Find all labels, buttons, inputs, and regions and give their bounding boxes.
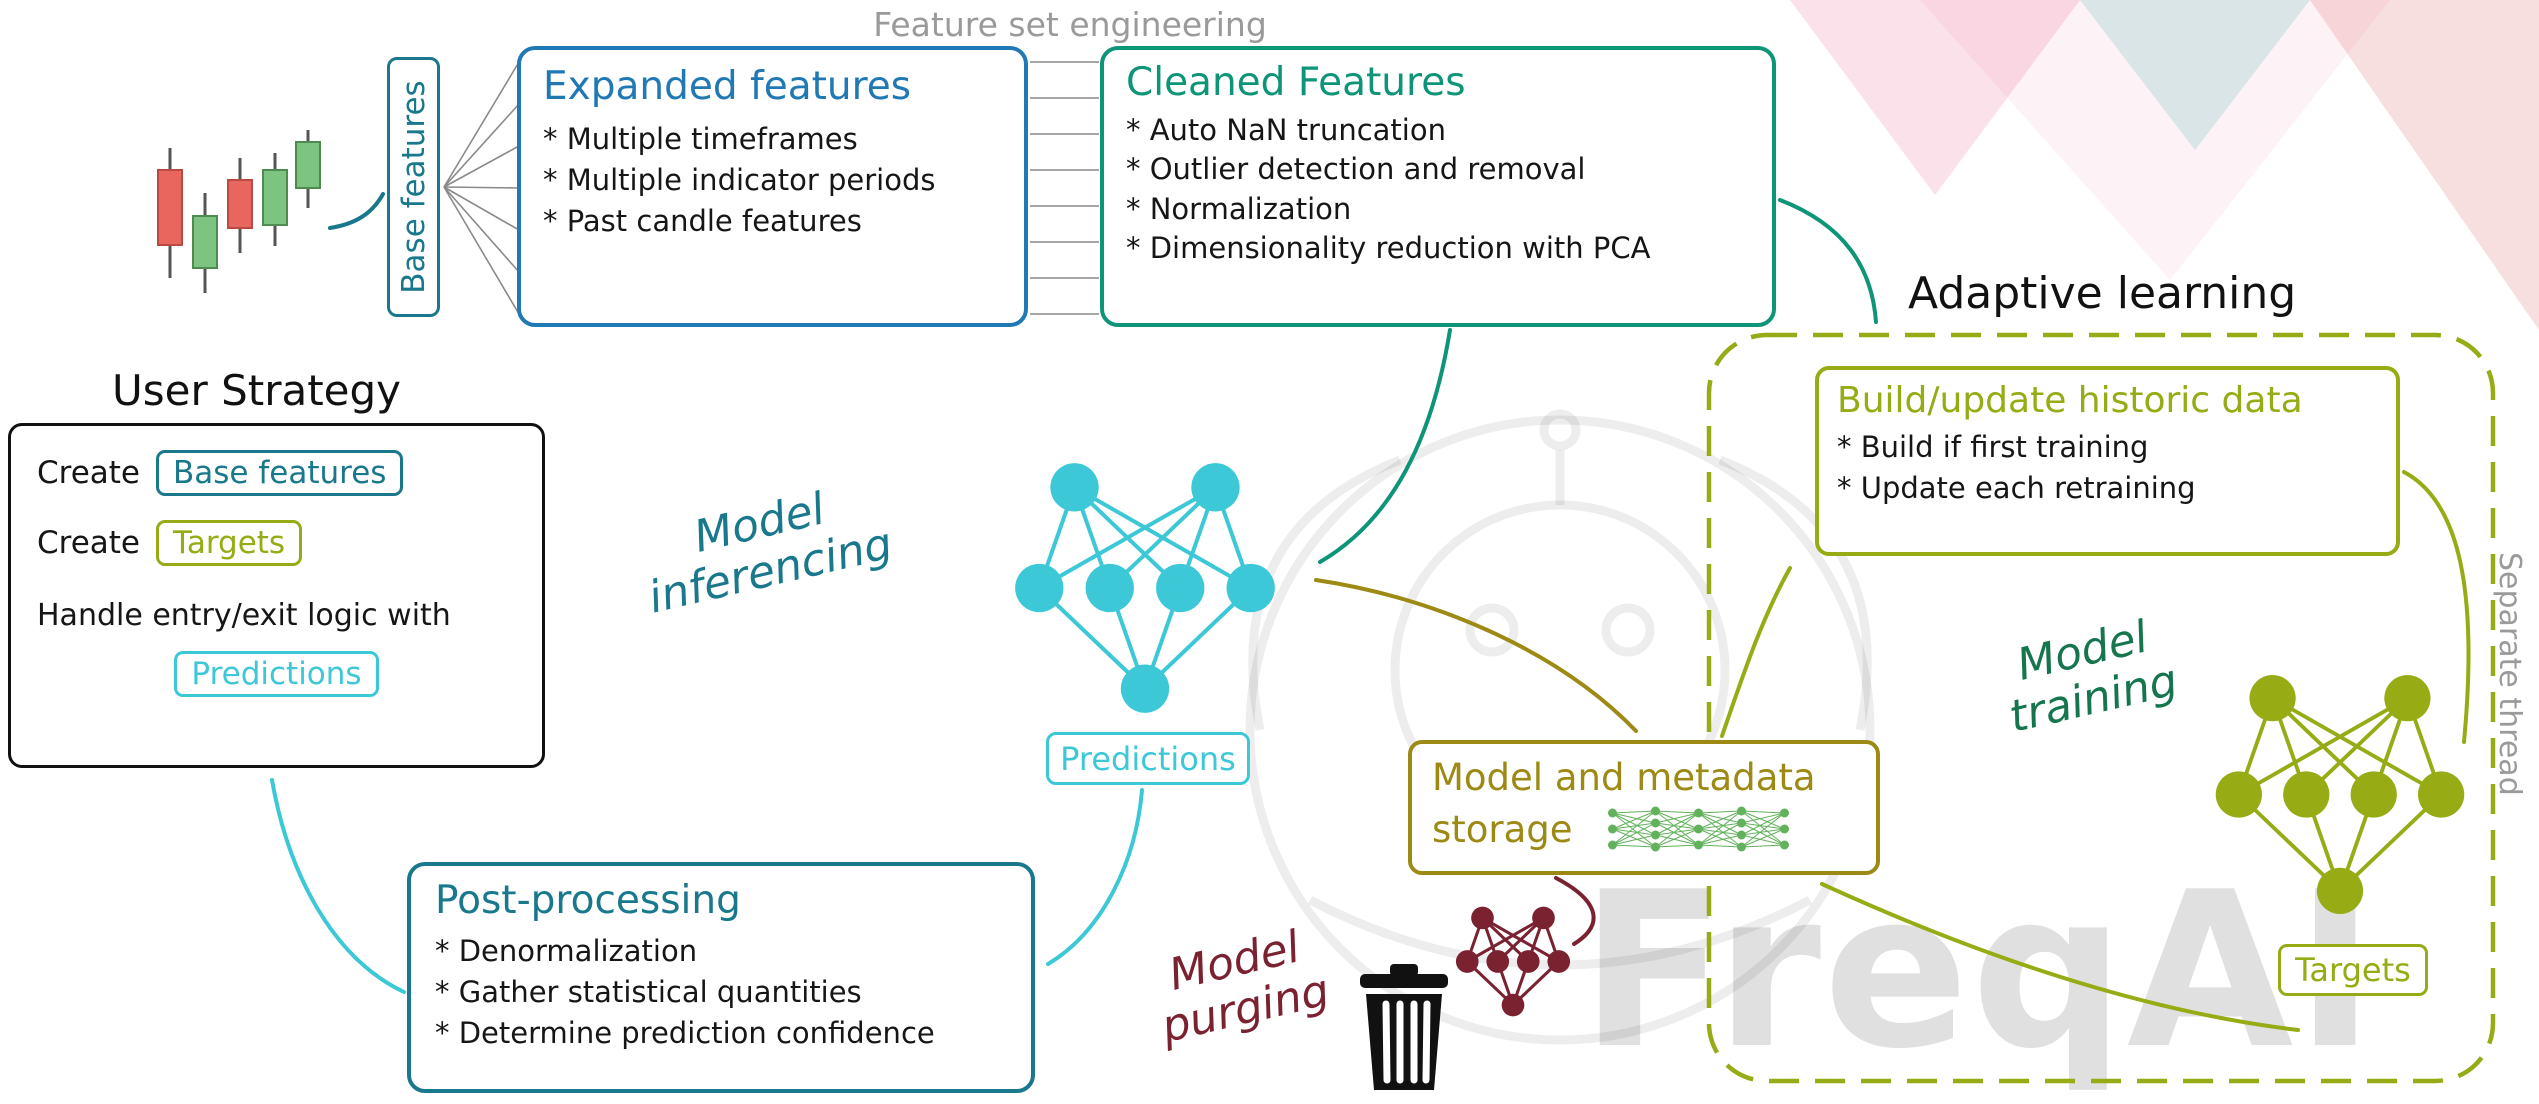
cleaned-features-item: * Normalization <box>1126 191 1352 226</box>
storage-line2: storage <box>1432 807 1573 851</box>
post-processing-title: Post-processing <box>435 878 741 923</box>
expanded-features-item: * Multiple timeframes <box>543 122 858 156</box>
build-update-historic-data-box: Build/update historic data * Build if fi… <box>1815 366 2400 556</box>
purged-neural-network-icon <box>1455 906 1571 1017</box>
feature-set-engineering-label: Feature set engineering <box>873 5 1267 44</box>
expanded-features-box: Expanded features * Multiple timeframes … <box>517 46 1028 327</box>
cleaned-features-item: * Outlier detection and removal <box>1126 152 1586 187</box>
adaptive-learning-region <box>1706 332 2496 1084</box>
post-processing-item: * Gather statistical quantities <box>435 975 862 1010</box>
expanded-features-item: * Multiple indicator periods <box>543 163 936 198</box>
build-update-item: * Build if first training <box>1837 430 2149 464</box>
base-features-chip: Base features <box>156 450 404 496</box>
feature-fan-lines <box>443 61 520 315</box>
storage-line2-row: storage <box>1432 805 1856 853</box>
inference-neural-network-icon <box>1015 463 1275 713</box>
targets-chip: Targets <box>156 520 303 566</box>
model-storage-box: Model and metadata storage <box>1408 740 1880 875</box>
separate-thread-label: Separate thread <box>2492 552 2527 796</box>
user-strategy-box: Create Base features Create Targets Hand… <box>8 423 545 768</box>
feature-bus-lines <box>1030 61 1099 315</box>
predictions-label: Predictions <box>1060 739 1236 778</box>
user-strategy-row: Create Base features <box>37 450 516 496</box>
arrow-predictions-to-postprocessing <box>1046 788 1144 966</box>
user-strategy-row: Predictions <box>37 651 516 697</box>
post-processing-item: * Denormalization <box>435 934 698 968</box>
adaptive-learning-label: Adaptive learning <box>1908 268 2297 319</box>
trash-can-icon <box>1360 964 1448 1090</box>
expanded-features-item: * Past candle features <box>543 204 862 239</box>
user-strategy-row: Create Targets <box>37 520 516 566</box>
training-neural-network-icon <box>2215 675 2465 914</box>
targets-box: Targets <box>2278 944 2428 996</box>
create-label: Create <box>37 525 141 561</box>
build-update-item: * Update each retraining <box>1837 471 2196 506</box>
model-inferencing-label: Model inferencing <box>559 454 971 640</box>
mini-network-icon <box>1607 806 1789 852</box>
storage-line1: Model and metadata <box>1432 756 1816 799</box>
cleaned-features-title: Cleaned Features <box>1126 60 1466 105</box>
post-processing-box: Post-processing * Denormalization * Gath… <box>407 862 1035 1093</box>
base-features-box: Base features <box>387 57 440 317</box>
arrow-postprocessing-to-user-strategy <box>270 778 406 994</box>
predictions-chip: Predictions <box>174 651 379 697</box>
cleaned-features-item: * Auto NaN truncation <box>1126 113 1446 147</box>
targets-label: Targets <box>2295 951 2411 989</box>
cleaned-features-item: * Dimensionality reduction with PCA <box>1126 231 1651 266</box>
arrow-candles-to-base-features <box>328 192 385 230</box>
base-features-label: Base features <box>395 80 432 294</box>
decorative-corner-shapes <box>1790 0 2539 330</box>
candlestick-chart-icon <box>157 130 321 293</box>
create-label: Create <box>37 455 141 491</box>
build-update-title: Build/update historic data <box>1837 380 2303 421</box>
cleaned-features-box: Cleaned Features * Auto NaN truncation *… <box>1100 46 1776 327</box>
expanded-features-title: Expanded features <box>543 64 912 109</box>
predictions-box: Predictions <box>1046 732 1250 785</box>
handle-logic-text: Handle entry/exit logic with <box>37 598 451 633</box>
user-strategy-title: User Strategy <box>112 366 402 415</box>
post-processing-item: * Determine prediction confidence <box>435 1016 935 1051</box>
